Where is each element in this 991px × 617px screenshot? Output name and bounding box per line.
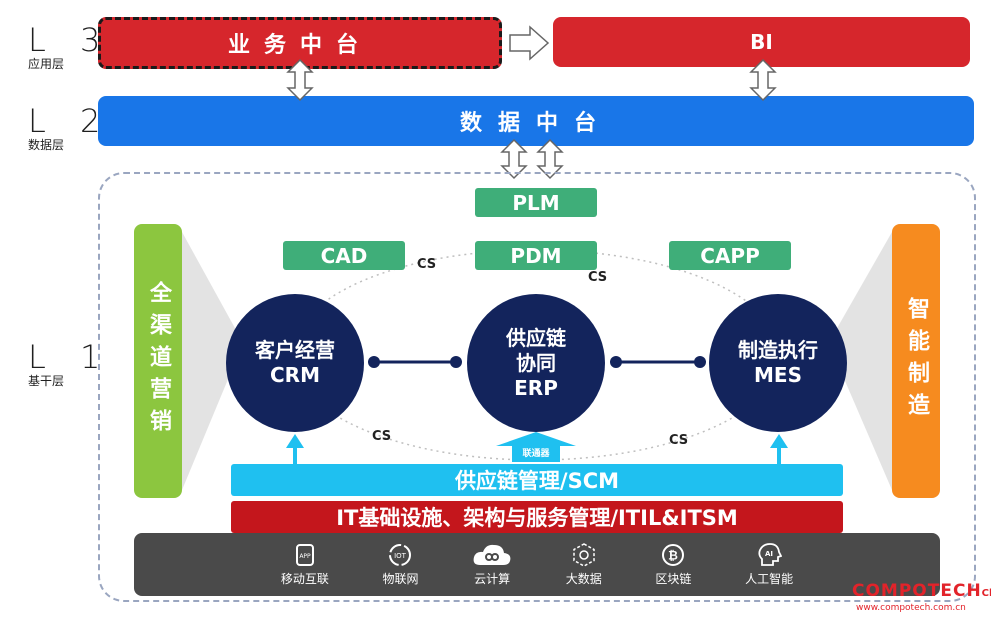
infra-label: 物联网 (382, 571, 419, 586)
logo-url: www.compotech.com.cn (856, 603, 966, 613)
app-icon: APP (295, 543, 314, 566)
side-label: 智能制造 (904, 297, 929, 425)
level-l1: L 1 基干层 (28, 341, 112, 388)
level-name: 基干层 (28, 374, 65, 388)
crm-circle: 客户经营 CRM (226, 294, 364, 432)
infra-item-iot: IOT 物联网 (382, 543, 418, 587)
cs-label: CS (372, 429, 392, 444)
infra-item-blockchain: ₿ 区块链 (655, 543, 691, 587)
itil-bar: IT基础设施、架构与服务管理/ITIL&ITSM (231, 501, 843, 533)
logo-suffix: China (981, 588, 991, 599)
infra-item-mobile: APP 移动互联 (281, 543, 329, 587)
circle-line: MES (754, 363, 802, 387)
infra-label: 大数据 (565, 571, 602, 586)
double-arrow-icon (749, 58, 777, 102)
cad-tag: CAD (283, 241, 405, 270)
infra-label: 云计算 (474, 571, 511, 586)
cs-label: CS (588, 270, 608, 285)
mes-circle: 制造执行 MES (709, 294, 847, 432)
iot-icon: IOT (389, 543, 412, 566)
compotech-logo: COMPOTECHChina www.compotech.com.cn (852, 582, 991, 613)
erp-circle: 供应链 协同 ERP (467, 294, 605, 432)
circle-line: ERP (514, 375, 558, 400)
capp-tag: CAPP (669, 241, 791, 270)
ai-icon: AI (758, 542, 783, 566)
infra-item-cloud: 云计算 (472, 543, 512, 587)
infra-label: 移动互联 (280, 571, 329, 586)
cs-label: CS (669, 433, 689, 448)
connector-label: 联通器 (522, 449, 550, 459)
plm-tag: PLM (475, 188, 597, 217)
double-arrow-icon (500, 138, 564, 180)
bi-bar: BI (553, 17, 970, 67)
level-code: L 2 (28, 102, 113, 140)
level-name: 数据层 (28, 138, 65, 152)
blockchain-icon: ₿ (662, 543, 685, 566)
smart-manufacturing-bar: 智能制造 (892, 224, 940, 498)
circle-line: 协同 (516, 350, 556, 375)
infra-label: 人工智能 (745, 571, 794, 586)
circle-line: 供应链 (506, 325, 566, 350)
big-data-icon (573, 542, 595, 567)
cloud-icon (473, 544, 511, 565)
svg-text:AI: AI (765, 550, 773, 558)
level-l3: L 3 应用层 (28, 24, 112, 71)
infrastructure-strip: APP 移动互联 IOT 物联网 云计算 大数据 ₿ 区块链 AI 人工智能 (134, 533, 940, 596)
cs-label: CS (417, 257, 437, 272)
infra-item-ai: AI 人工智能 (745, 542, 794, 587)
circle-line: CRM (270, 363, 320, 387)
level-code: L 1 (28, 338, 113, 376)
base-layer-container (98, 172, 976, 602)
right-arrow-icon (509, 25, 550, 61)
omni-channel-marketing-bar: 全渠道营销 (134, 224, 182, 498)
side-label: 全渠道营销 (146, 281, 171, 441)
scm-bar: 供应链管理/SCM (231, 464, 843, 496)
circle-line: 客户经营 (255, 338, 335, 362)
svg-text:₿: ₿ (669, 548, 679, 562)
data-platform-bar: 数据中台 (98, 96, 974, 146)
infra-item-big-data: 大数据 (565, 542, 602, 587)
svg-text:APP: APP (299, 553, 311, 560)
level-name: 应用层 (28, 57, 65, 71)
pdm-tag: PDM (475, 241, 597, 270)
level-code: L 3 (28, 21, 113, 59)
svg-text:IOT: IOT (395, 552, 408, 560)
infra-label: 区块链 (655, 571, 692, 586)
logo-brand: COMPOTECH (852, 581, 982, 601)
level-l2: L 2 数据层 (28, 105, 112, 152)
circle-line: 制造执行 (738, 338, 818, 362)
double-arrow-icon (286, 58, 314, 102)
